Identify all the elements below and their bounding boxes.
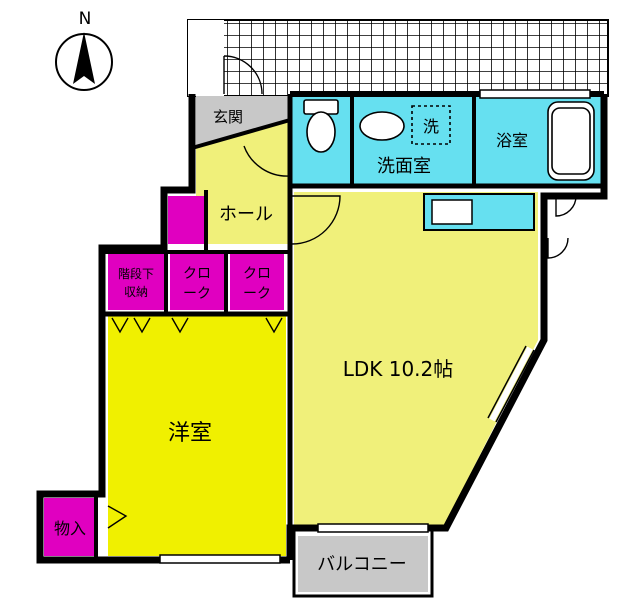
washer-label: 洗: [423, 117, 439, 136]
hall-fill: [196, 120, 290, 244]
entrance-door-swing: [223, 55, 263, 95]
hall-storage-fill: [168, 196, 206, 244]
storage-label: 物入: [54, 519, 86, 538]
closet-2-fill: [230, 254, 284, 310]
closet-2-label-1: クロ: [243, 266, 271, 282]
compass: N: [55, 9, 113, 91]
washbasin-icon: [359, 111, 405, 141]
under-stair-storage-label-2: 収納: [124, 285, 148, 299]
western-room-label: 洋室: [168, 421, 212, 446]
bathroom-fixtures: [303, 99, 595, 181]
bathroom-label: 浴室: [496, 131, 528, 150]
hall-label: ホール: [219, 204, 273, 225]
under-stair-storage-label-1: 階段下: [118, 266, 154, 281]
closet-1-label-2: ーク: [183, 286, 211, 302]
door-swings: [107, 145, 577, 529]
balcony-label: バルコニー: [317, 554, 407, 575]
balcony-fill: [298, 536, 428, 592]
closet-1-fill: [170, 254, 224, 310]
western-room-fill: [108, 316, 286, 556]
toilet-bowl-icon: [306, 111, 336, 153]
windows: [159, 89, 591, 564]
tiled-walkway: [187, 19, 609, 97]
closet-1-label-1: クロ: [183, 266, 211, 282]
bathtub-icon: [547, 101, 595, 181]
storage-fill: [44, 498, 96, 556]
ldk-label: LDK 10.2帖: [343, 357, 454, 381]
walkway-door-area: [188, 20, 224, 96]
north-arrow-icon: [73, 32, 95, 84]
entrance-label: 玄関: [213, 108, 243, 126]
washer-space-icon: [411, 105, 451, 145]
closet-2-label-2: ーク: [243, 286, 271, 302]
washroom-label: 洗面室: [377, 156, 431, 177]
kitchen-sink-icon: [431, 199, 473, 225]
under-stair-storage-fill: [108, 254, 164, 310]
north-label: N: [79, 9, 92, 29]
ldk-fill: [294, 192, 538, 526]
